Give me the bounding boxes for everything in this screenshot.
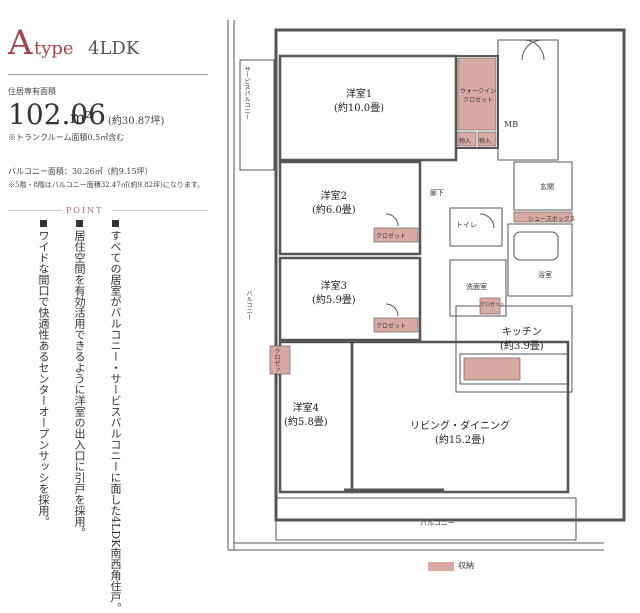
type-word: type bbox=[34, 38, 74, 59]
storage-legend-swatch bbox=[428, 562, 454, 571]
bullet-icon bbox=[39, 220, 47, 227]
washroom-label: 洗面室 bbox=[466, 283, 487, 291]
closet-3-label: クロゼット bbox=[376, 323, 407, 330]
storage-1-label: 物入 bbox=[459, 138, 472, 145]
corridor-label: 廊下 bbox=[430, 189, 444, 197]
bullet-icon bbox=[75, 220, 83, 227]
balcony-bottom-label: バルコニー bbox=[420, 519, 455, 527]
walkin-closet-label: ウォークイン クロゼット bbox=[460, 88, 497, 104]
area-tsubo: (約30.87坪) bbox=[108, 116, 165, 127]
closet-2-label: クロゼット bbox=[376, 233, 407, 240]
genkan-label: 玄関 bbox=[540, 183, 554, 191]
area-label: 住居専有面積 bbox=[8, 87, 56, 96]
type-letter: A bbox=[8, 23, 33, 63]
point-rule-left bbox=[8, 210, 62, 211]
header-divider bbox=[8, 74, 208, 75]
area-value: 102.06 bbox=[8, 98, 106, 131]
storage-legend-label: 収納 bbox=[458, 561, 474, 570]
closet-small-label: クロゼット bbox=[480, 302, 506, 308]
room-1-label: 洋室1(約10.0畳) bbox=[334, 89, 385, 114]
living-label: リビング・ダイニング(約15.2畳) bbox=[410, 421, 510, 446]
balcony-side-label: バルコニー bbox=[245, 290, 252, 320]
room-3-label: 洋室3(約5.9畳) bbox=[312, 281, 356, 306]
bullet-icon bbox=[111, 220, 119, 227]
point-rule-right bbox=[112, 210, 208, 211]
mb-label: MB bbox=[504, 120, 519, 129]
point-label: POINT bbox=[66, 206, 104, 215]
layout-label: 4LDK bbox=[88, 38, 140, 59]
toilet-label: トイレ bbox=[456, 221, 477, 229]
point-item-1: すべての居室がバルコニー・サービスバルコニーに面した4LDK南西角住戸。 bbox=[108, 220, 122, 613]
point-item-2: 居住空間を有効活用できるように洋室の出入口に引戸を採用。 bbox=[72, 220, 86, 550]
area-unit: m² bbox=[70, 108, 92, 127]
balcony-note: ※5階・8階はバルコニー面積32.47㎡(約9.82坪)になります。 bbox=[8, 181, 205, 189]
shoebox-label: シューズボックス bbox=[528, 216, 576, 223]
kitchen-label: キッチン(約3.9畳) bbox=[500, 327, 544, 352]
closet-4-label: クロゼット bbox=[273, 348, 280, 378]
service-balcony-label: サービスバルコニー bbox=[243, 66, 250, 120]
area-note: ※トランクルーム面積0.5㎡含む bbox=[8, 133, 125, 142]
room-4-label: 洋室4(約5.8畳) bbox=[284, 403, 328, 428]
room-2-label: 洋室2(約6.0畳) bbox=[312, 191, 356, 216]
balcony-area: バルコニー面積：30.26㎡（約9.15坪） bbox=[8, 167, 153, 176]
bath-label: 浴室 bbox=[538, 271, 552, 279]
storage-2-label: 物入 bbox=[479, 138, 492, 145]
floor-plan bbox=[227, 20, 626, 551]
point-item-3: ワイドな間口で快適性あるセンターオープンサッシを採用。 bbox=[36, 220, 50, 550]
